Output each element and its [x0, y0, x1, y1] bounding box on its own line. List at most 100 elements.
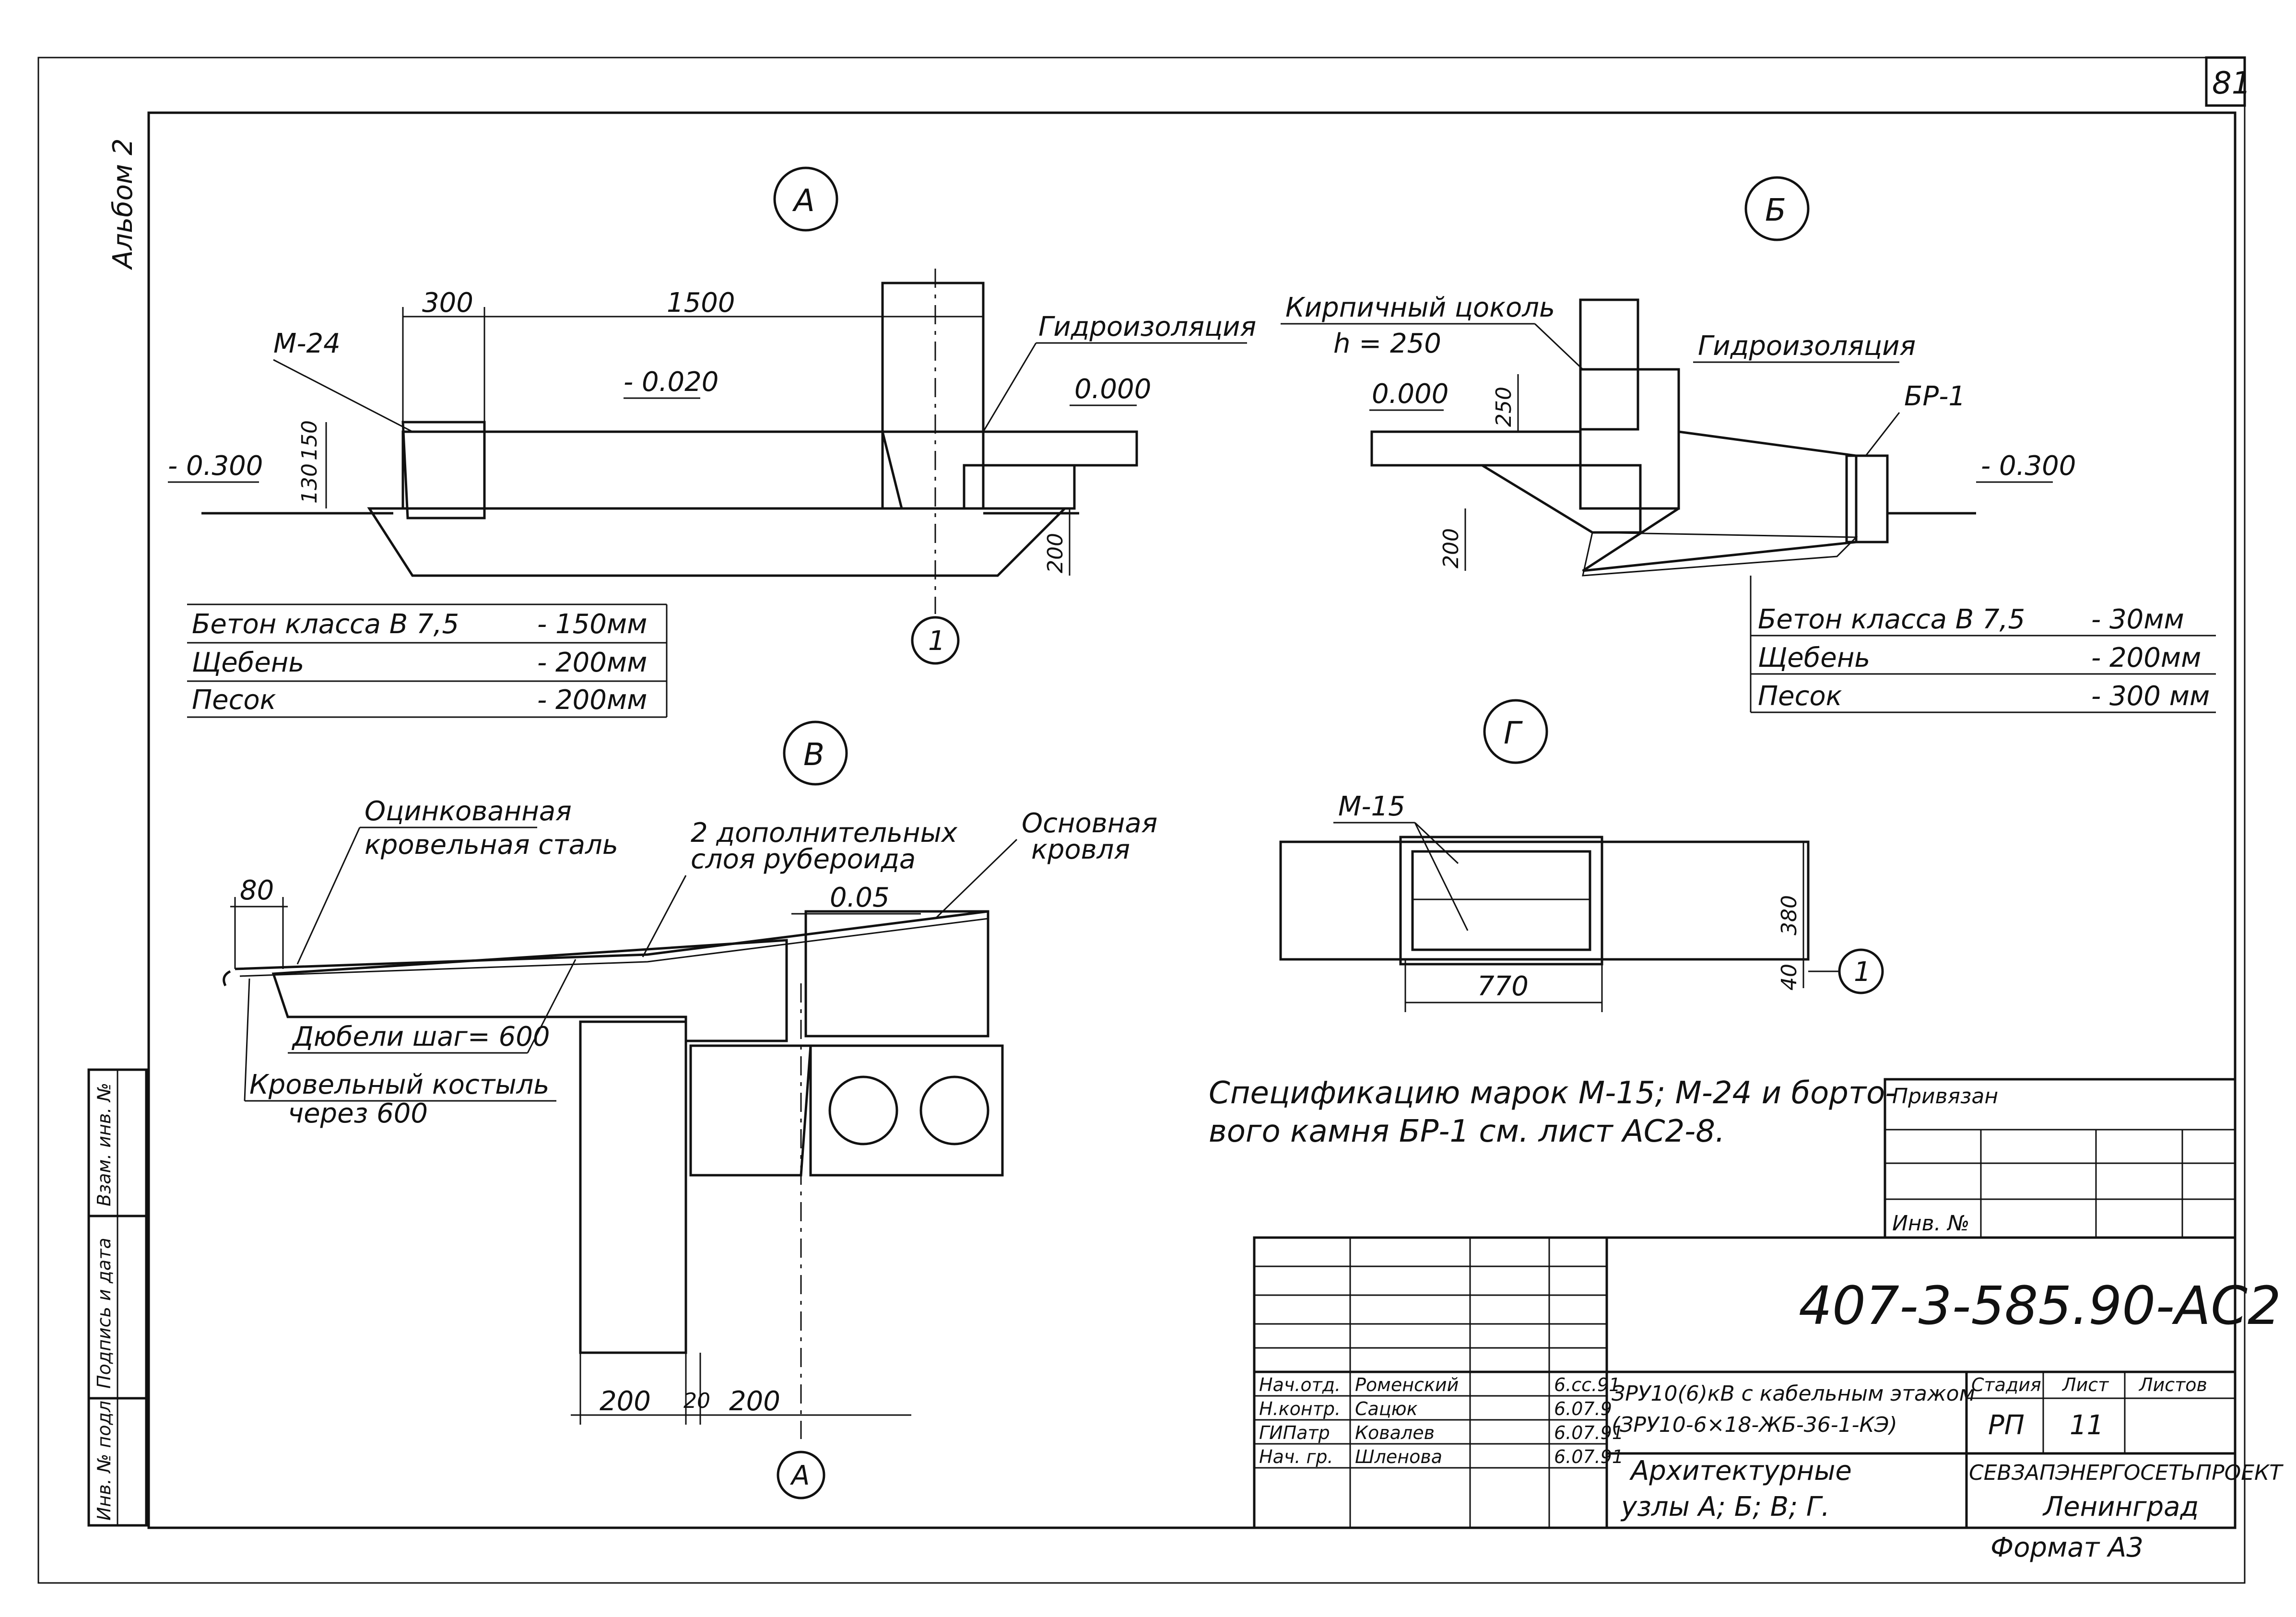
name-3: Шленова	[1355, 1446, 1442, 1467]
sheet-label: Лист	[2061, 1374, 2109, 1395]
label-brick-plinth: Кирпичный цоколь	[1285, 292, 1555, 323]
dim-g-40: 40	[1777, 964, 1801, 991]
sheet-frame	[37, 56, 2246, 1584]
level-b-0300: - 0.300	[1981, 450, 2076, 482]
callout-axisA-circle	[777, 1451, 825, 1499]
side-stamp-replace: Взам. инв. №	[94, 1083, 115, 1206]
side-stamp-inv: Инв. № подл.	[94, 1395, 115, 1521]
callout-a-letter: A	[792, 183, 815, 219]
label-hydro-b: Гидроизоляция	[1698, 330, 1916, 362]
dim-v-20: 20	[683, 1389, 710, 1413]
format-label: Формат А3	[1990, 1532, 2143, 1563]
label-extra-1: 2 дополнительных	[691, 817, 958, 849]
axisA-label: A	[790, 1460, 810, 1491]
dim-v-200-left: 200	[600, 1386, 651, 1417]
role-2: ГИПатр	[1259, 1422, 1330, 1443]
dim-a-130: 130	[297, 463, 322, 504]
dim-a-1500: 1500	[667, 287, 735, 319]
page-number: 81	[2212, 66, 2251, 101]
object-line1: ЗРУ10(6)кВ с кабельным этажом	[1612, 1381, 1975, 1406]
dim-a-300: 300	[422, 287, 473, 319]
sheet-value: 11	[2070, 1410, 2104, 1441]
org-name: СЕВЗАПЭНЕРГОСЕТЬПРОЕКТ	[1969, 1461, 2284, 1485]
callout-v-circle	[783, 720, 848, 786]
role-3: Нач. гр.	[1259, 1446, 1333, 1467]
object-line2: (ЗРУ10-6×18-ЖБ-36-1-КЭ)	[1612, 1413, 1897, 1437]
title-block: 407-3-585.90-АС2 Нач.отд. Роменский 6.сс…	[1253, 1236, 2284, 1529]
stage-label: Стадия	[1971, 1374, 2041, 1395]
axis1-label-a: 1	[928, 626, 945, 657]
dim-g-770: 770	[1477, 971, 1529, 1002]
sheet-title-1: Архитектурные	[1629, 1455, 1852, 1487]
role-0: Нач.отд.	[1259, 1374, 1341, 1395]
label-main-2: кровля	[1031, 834, 1130, 865]
axis1-label-g: 1	[1854, 956, 1871, 988]
role-1: Н.контр.	[1259, 1398, 1341, 1419]
binding-title: Привязан	[1892, 1084, 1998, 1109]
binding-block: Привязан Инв. №	[1884, 1078, 2237, 1239]
layer-a-concrete: Бетон класса В 7,5	[192, 609, 459, 640]
detail-v: B A Оцинкованная кровельная сталь 2 допо…	[223, 720, 1157, 1499]
layer-a-sand: Песок	[192, 685, 276, 716]
label-extra-2: слоя рубероида	[691, 844, 916, 875]
name-0: Роменский	[1355, 1374, 1459, 1395]
label-dowels: Дюбели шаг= 600	[291, 1021, 550, 1052]
mark-br1: БР-1	[1904, 381, 1966, 412]
layers-table-a: Бетон класса В 7,5 - 150мм Щебень - 200м…	[187, 603, 668, 718]
detail-b: Б Кирпичный цоколь h = 250 Гидроизоляция…	[1281, 176, 2216, 713]
label-plinth-height: h = 250	[1333, 328, 1441, 359]
layer-b-gravel: Щебень	[1758, 642, 1870, 673]
spec-note-line1: Спецификацию марок М-15; М-24 и борто-	[1209, 1075, 1896, 1111]
dim-b-250: 250	[1492, 387, 1516, 427]
mark-m24: М-24	[273, 328, 341, 359]
dim-a-200: 200	[1043, 533, 1068, 573]
label-galv-2: кровельная сталь	[365, 829, 618, 861]
dim-v-80: 80	[240, 875, 274, 906]
layer-b-gravel-value: - 200мм	[2091, 642, 2201, 673]
label-slope: 0.05	[830, 882, 890, 913]
callout-b-circle	[1744, 176, 1810, 241]
callout-a-circle	[773, 166, 838, 232]
name-2: Ковалев	[1355, 1422, 1435, 1443]
label-bracket-1: Кровельный костыль	[249, 1069, 549, 1100]
name-1: Сацюк	[1355, 1398, 1418, 1419]
level-a-0020: - 0.020	[624, 366, 718, 398]
side-stamp-sign: Подпись и дата	[94, 1238, 115, 1389]
dim-v-200-right: 200	[729, 1386, 780, 1417]
callout-g-letter: Г	[1504, 716, 1523, 751]
callout-v-letter: B	[803, 737, 824, 773]
dim-a-150: 150	[297, 420, 322, 460]
org-city: Ленинград	[2042, 1491, 2199, 1523]
label-bracket-2: через 600	[288, 1098, 428, 1129]
layer-b-sand-value: - 300 мм	[2091, 681, 2210, 712]
mark-m15: М-15	[1338, 791, 1405, 822]
binding-inv: Инв. №	[1892, 1211, 1969, 1236]
layer-b-concrete: Бетон класса В 7,5	[1758, 604, 2025, 635]
callout-g-circle	[1483, 699, 1548, 764]
date-2: 6.07.91	[1554, 1422, 1624, 1443]
stage-value: РП	[1988, 1410, 2025, 1441]
callout-axis1-a	[911, 616, 960, 665]
layer-b-sand: Песок	[1758, 681, 1842, 712]
layer-a-sand-value: - 200мм	[537, 685, 647, 716]
dim-g-380: 380	[1777, 895, 1801, 935]
sheets-label: Листов	[2138, 1374, 2207, 1395]
layer-a-gravel-value: - 200мм	[537, 647, 647, 678]
label-galv-1: Оцинкованная	[365, 796, 572, 827]
detail-a: A 1 300 1500 130 150 200 М-24	[168, 166, 1256, 718]
label-hydro-a: Гидроизоляция	[1038, 311, 1256, 342]
side-stamp: Инв. № подл. Подпись и дата Взам. инв. №	[87, 1068, 148, 1527]
level-a-0000: 0.000	[1074, 374, 1151, 405]
callout-b-letter: Б	[1765, 193, 1786, 228]
layer-b-concrete-value: - 30мм	[2091, 604, 2184, 635]
doc-code: 407-3-585.90-АС2	[1799, 1275, 2281, 1336]
level-a-0300: - 0.300	[168, 450, 263, 482]
layers-table-b: Бетон класса В 7,5 - 30мм Щебень - 200мм…	[1750, 576, 2216, 713]
level-b-0000: 0.000	[1372, 378, 1448, 410]
layer-a-gravel: Щебень	[192, 647, 304, 678]
date-3: 6.07.91	[1554, 1446, 1624, 1467]
date-0: 6.сс.91	[1554, 1374, 1620, 1395]
label-main-1: Основная	[1022, 808, 1157, 839]
detail-g: Г М-15 770 380 40 1	[1279, 699, 1884, 1012]
